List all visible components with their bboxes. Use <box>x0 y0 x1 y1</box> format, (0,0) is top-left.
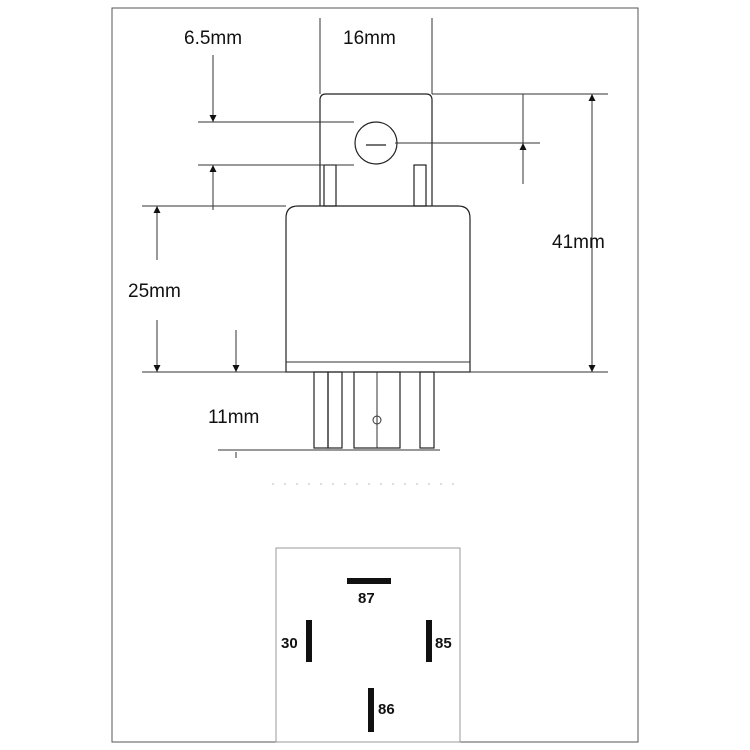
pinout-frame <box>275 547 461 743</box>
pin-86-blade <box>368 688 374 732</box>
pin-30-blade <box>306 620 312 662</box>
relay-side-view <box>285 93 471 449</box>
page-frame <box>111 7 639 743</box>
dimension-lines <box>142 18 608 485</box>
pinout-diagram <box>275 547 461 743</box>
dim-tab-width-label: 16mm <box>343 28 396 49</box>
relay-pins <box>313 371 435 449</box>
pin-85-label: 85 <box>435 635 452 652</box>
pin-85-blade <box>426 620 432 662</box>
mounting-hole <box>354 121 398 165</box>
pin-30-label: 30 <box>281 635 298 652</box>
dim-total-height-label: 41mm <box>552 232 605 253</box>
dim-body-height-label: 25mm <box>128 281 181 302</box>
pin-86-label: 86 <box>378 701 395 718</box>
pin-87-label: 87 <box>358 590 375 607</box>
pin-87-blade <box>347 578 391 584</box>
mounting-tab <box>319 93 433 206</box>
relay-body <box>285 205 471 373</box>
dim-tab-hole-label: 6.5mm <box>184 28 242 49</box>
dim-pin-length-label: 11mm <box>208 407 259 428</box>
